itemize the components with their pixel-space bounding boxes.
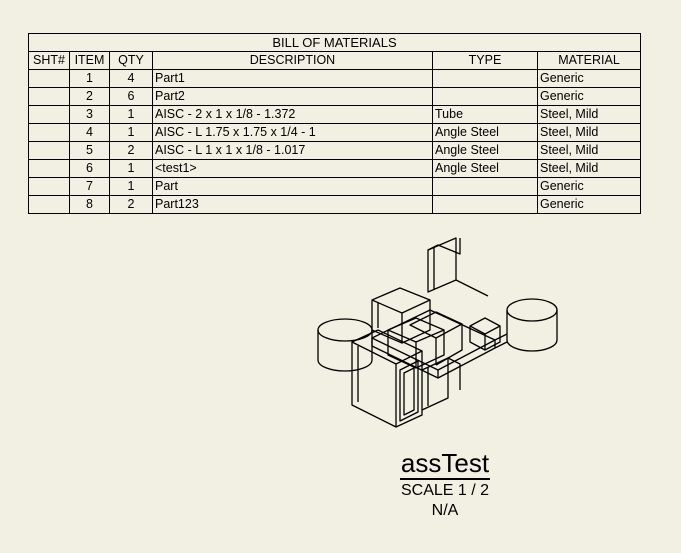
- cell-material: Generic: [537, 177, 641, 196]
- right-bracket-part: [469, 317, 501, 351]
- cell-sht: [28, 141, 70, 160]
- cell-type: [432, 87, 538, 106]
- cell-type: [432, 69, 538, 88]
- cell-sht: [28, 69, 70, 88]
- base-plate-part: [371, 309, 508, 379]
- cell-item: 1: [69, 69, 110, 88]
- cell-material: Generic: [537, 87, 641, 106]
- view-name: assTest: [399, 448, 491, 480]
- header-material: MATERIAL: [537, 51, 641, 70]
- cell-item: 7: [69, 177, 110, 196]
- cell-item: 4: [69, 123, 110, 142]
- back-box-part: [371, 287, 431, 344]
- cell-sht: [28, 105, 70, 124]
- upright-angle-part: [427, 237, 489, 297]
- left-cylinder-part: [317, 318, 373, 372]
- header-description: DESCRIPTION: [152, 51, 433, 70]
- cell-material: Steel, Mild: [537, 105, 641, 124]
- cell-qty: 2: [109, 141, 153, 160]
- cell-description: Part2: [152, 87, 433, 106]
- cell-description: AISC - L 1.75 x 1.75 x 1/4 - 1: [152, 123, 433, 142]
- cell-item: 8: [69, 195, 110, 214]
- cell-sht: [28, 87, 70, 106]
- cell-qty: 6: [109, 87, 153, 106]
- cell-qty: 1: [109, 177, 153, 196]
- cell-sht: [28, 123, 70, 142]
- cell-type: Tube: [432, 105, 538, 124]
- cell-sht: [28, 159, 70, 178]
- view-label: assTest SCALE 1 / 2 N/A: [350, 448, 540, 521]
- tube-part: [351, 329, 423, 428]
- cell-material: Steel, Mild: [537, 141, 641, 160]
- cell-material: Generic: [537, 195, 641, 214]
- cell-qty: 2: [109, 195, 153, 214]
- cell-description: Part1: [152, 69, 433, 88]
- right-cylinder-part: [506, 298, 558, 352]
- bill-of-materials-table[interactable]: BILL OF MATERIALS SHT# ITEM QTY DESCRIPT…: [28, 33, 641, 214]
- cell-material: Steel, Mild: [537, 123, 641, 142]
- cell-type: [432, 177, 538, 196]
- cell-description: Part: [152, 177, 433, 196]
- cell-qty: 1: [109, 159, 153, 178]
- cell-type: Angle Steel: [432, 123, 538, 142]
- cell-material: Steel, Mild: [537, 159, 641, 178]
- cell-qty: 4: [109, 69, 153, 88]
- front-angle-part: [421, 357, 461, 411]
- header-sht: SHT#: [28, 51, 70, 70]
- cell-description: AISC - L 1 x 1 x 1/8 - 1.017: [152, 141, 433, 160]
- header-item: ITEM: [69, 51, 110, 70]
- header-qty: QTY: [109, 51, 153, 70]
- view-status: N/A: [431, 502, 459, 519]
- cell-qty: 1: [109, 105, 153, 124]
- view-scale: SCALE 1 / 2: [400, 482, 490, 499]
- cell-qty: 1: [109, 123, 153, 142]
- cell-type: Angle Steel: [432, 159, 538, 178]
- cell-material: Generic: [537, 69, 641, 88]
- bom-header-row: SHT# ITEM QTY DESCRIPTION TYPE MATERIAL: [28, 51, 641, 70]
- cell-item: 3: [69, 105, 110, 124]
- cell-type: [432, 195, 538, 214]
- cell-item: 2: [69, 87, 110, 106]
- cell-description: <test1>: [152, 159, 433, 178]
- assembly-isometric-view[interactable]: [310, 230, 560, 435]
- cell-sht: [28, 177, 70, 196]
- cell-item: 6: [69, 159, 110, 178]
- cell-description: AISC - 2 x 1 x 1/8 - 1.372: [152, 105, 433, 124]
- cell-item: 5: [69, 141, 110, 160]
- cell-type: Angle Steel: [432, 141, 538, 160]
- header-type: TYPE: [432, 51, 538, 70]
- cell-sht: [28, 195, 70, 214]
- cell-description: Part123: [152, 195, 433, 214]
- bom-title: BILL OF MATERIALS: [28, 33, 641, 52]
